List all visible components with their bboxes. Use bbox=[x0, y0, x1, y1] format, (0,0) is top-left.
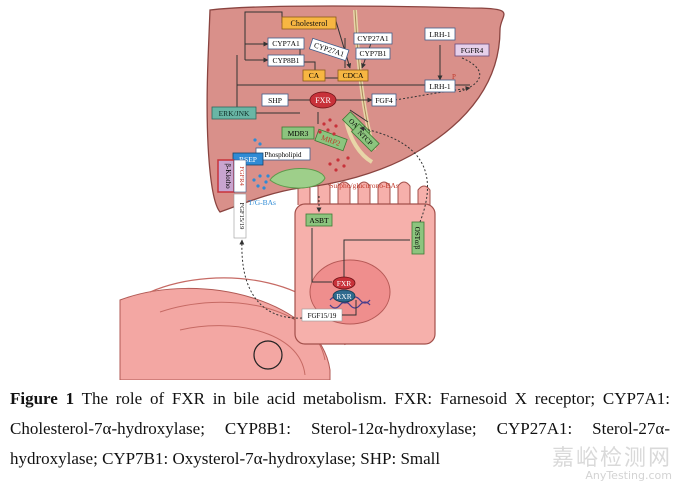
lrh1-top-box: LRH-1 bbox=[424, 27, 456, 41]
cyp7a1-label: CYP7A1 bbox=[272, 39, 300, 48]
asbt-box: ASBT bbox=[305, 213, 333, 227]
lrh1-bottom-box: LRH-1 bbox=[424, 79, 456, 93]
fgf1519-intestine-box: FGF15/19 bbox=[301, 308, 343, 322]
cyp7b1-label: CYP7B1 bbox=[359, 49, 386, 58]
cyp7a1-box: CYP7A1 bbox=[267, 37, 305, 50]
watermark-cn: 嘉峪检测网 bbox=[551, 446, 672, 471]
fgfr4-vertical-label: FGFR4 bbox=[238, 166, 245, 186]
fgfr4-liver-label: FGFR4 bbox=[461, 46, 484, 55]
caption-text: The role of FXR in bile acid metabolism.… bbox=[10, 389, 670, 468]
bile-acid-dots-blue bbox=[252, 138, 270, 190]
ostab-label: OSTα/β bbox=[413, 227, 421, 250]
shp-label: SHP bbox=[268, 96, 282, 105]
fgf4-box: FGF4 bbox=[371, 93, 397, 107]
fxr-intestine-node: FXR bbox=[332, 276, 356, 290]
fxr-bile-acid-diagram: Cholesterol CYP7A1 CYP27A1 CYP27A1 CYP8B… bbox=[119, 5, 505, 381]
bsep-label: BSEP bbox=[239, 155, 257, 164]
lrh1-bottom-label: LRH-1 bbox=[429, 82, 450, 91]
lrh1-top-label: LRH-1 bbox=[429, 30, 450, 39]
diagram-canvas: Cholesterol CYP7A1 CYP27A1 CYP27A1 CYP8B… bbox=[119, 5, 505, 381]
fgf1519-vertical-label: FGF15/19 bbox=[238, 203, 245, 230]
zoom-circle bbox=[253, 340, 283, 370]
erk-jnk-label: ERK/JNK bbox=[219, 109, 250, 118]
tg-bas-label: T/G-BAs bbox=[248, 198, 276, 207]
ostab-box: OSTα/β bbox=[411, 221, 425, 255]
cyp7b1-box: CYP7B1 bbox=[355, 47, 391, 60]
figure-label: Figure 1 bbox=[10, 389, 75, 408]
ca-box: CA bbox=[302, 69, 326, 82]
bile-acid-dots-red bbox=[318, 118, 350, 172]
cdca-box: CDCA bbox=[337, 69, 369, 82]
fgfr4-receptor: β-Klotho FGFR4 bbox=[217, 159, 247, 193]
phospholipid-box: Phospholipid bbox=[255, 147, 311, 161]
cholesterol-label: Cholesterol bbox=[291, 19, 329, 28]
beta-klotho-label: β-Klotho bbox=[224, 163, 232, 189]
cdca-label: CDCA bbox=[343, 71, 364, 80]
watermark: 嘉峪检测网 AnyTesting.com bbox=[522, 440, 672, 482]
cholesterol-box: Cholesterol bbox=[281, 16, 337, 30]
ca-label: CA bbox=[309, 71, 320, 80]
mdr3-label: MDR3 bbox=[288, 129, 309, 138]
erk-jnk-box: ERK/JNK bbox=[211, 106, 257, 120]
cyp8b1-box: CYP8B1 bbox=[267, 54, 305, 67]
rxr-label: RXR bbox=[336, 292, 351, 301]
fgf1519-vertical-box: FGF15/19 bbox=[233, 193, 247, 239]
fxr-intestine-label: FXR bbox=[337, 279, 352, 288]
cyp27a1-label: CYP27A1 bbox=[357, 34, 389, 43]
mdr3-box: MDR3 bbox=[281, 126, 315, 140]
fxr-liver-label: FXR bbox=[315, 96, 331, 105]
cyp8b1-label: CYP8B1 bbox=[272, 56, 299, 65]
fgfr4-liver-box: FGFR4 bbox=[454, 43, 490, 57]
fxr-liver-node: FXR bbox=[309, 91, 337, 109]
fgf4-label: FGF4 bbox=[375, 96, 393, 105]
fgf1519-intestine-label: FGF15/19 bbox=[308, 312, 337, 320]
figure-caption: Figure 1 The role of FXR in bile acid me… bbox=[10, 384, 670, 474]
cyp27a1-box: CYP27A1 bbox=[353, 32, 393, 45]
sulpho-label: Sulpho/glucurono-BAs bbox=[329, 181, 399, 190]
phospho-label: P bbox=[452, 73, 456, 81]
phospholipid-label: Phospholipid bbox=[265, 151, 302, 159]
shp-box: SHP bbox=[261, 93, 289, 107]
asbt-label: ASBT bbox=[309, 216, 329, 225]
watermark-en: AnyTesting.com bbox=[585, 469, 672, 482]
bile-canaliculus bbox=[269, 168, 326, 189]
rxr-node: RXR bbox=[332, 289, 356, 303]
